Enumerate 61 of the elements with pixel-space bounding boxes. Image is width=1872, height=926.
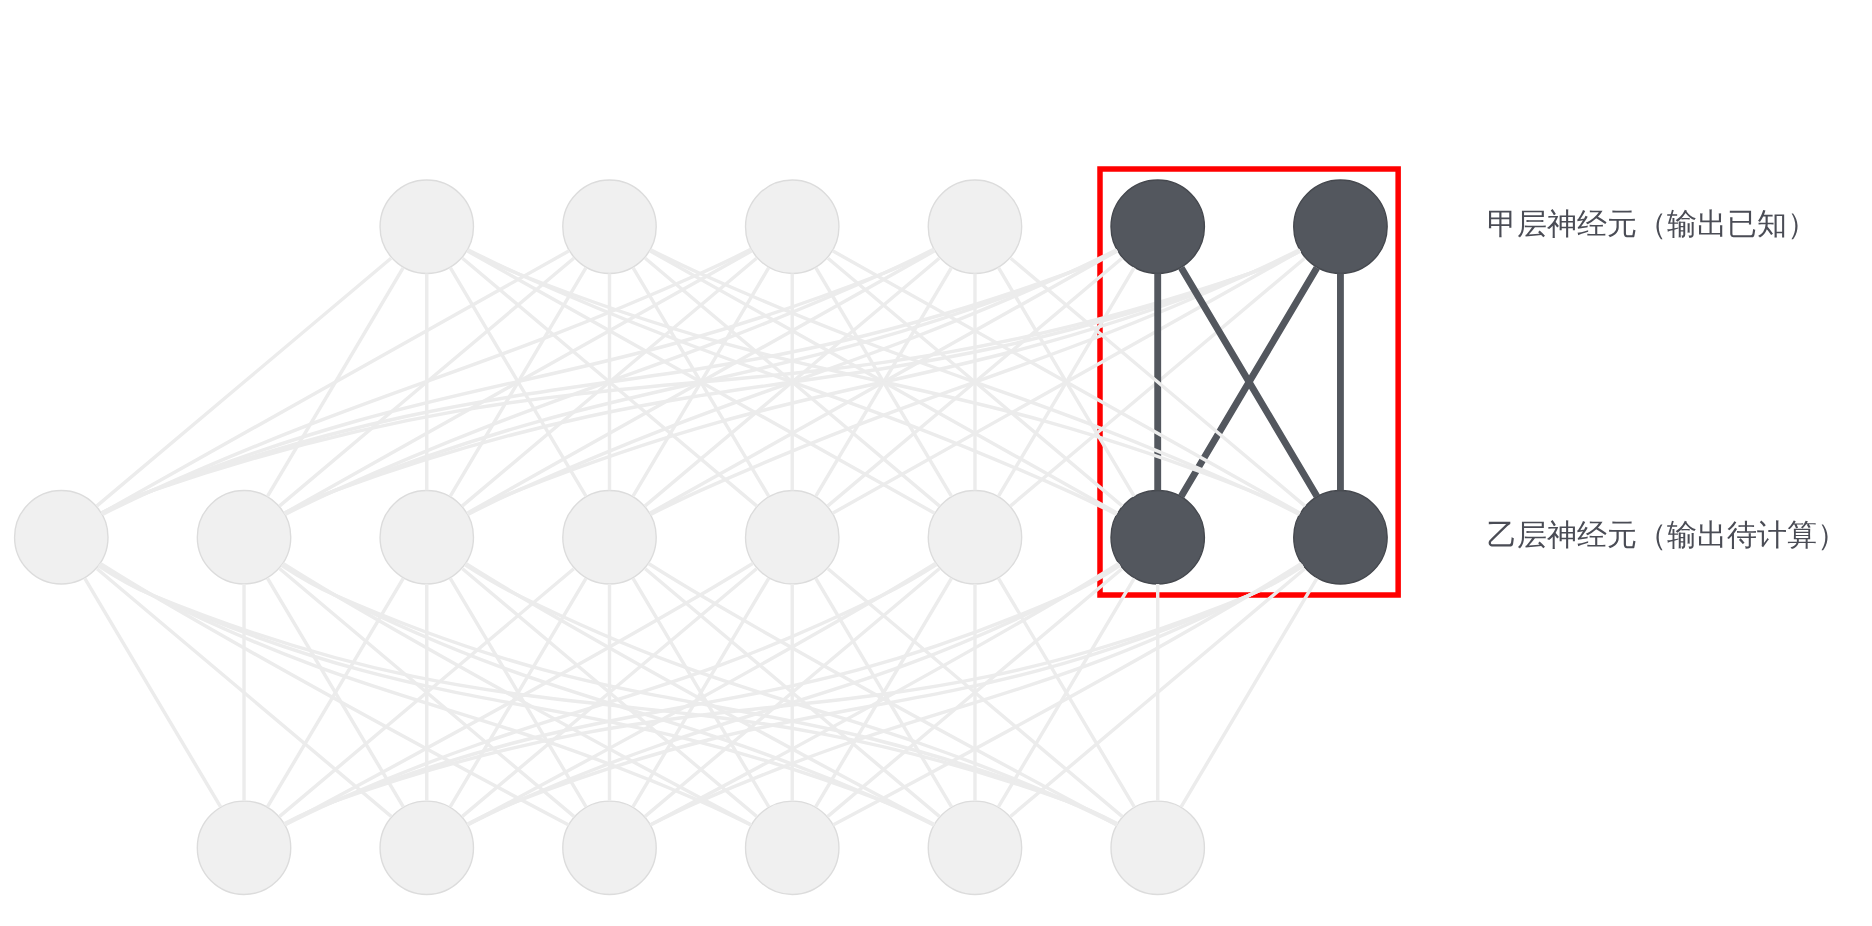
node-circle	[744, 489, 840, 585]
connector	[282, 564, 1304, 826]
connector	[1336, 273, 1344, 491]
node-circle	[1292, 179, 1388, 275]
node-circle	[1109, 179, 1205, 275]
node-circle	[13, 489, 109, 585]
connector	[97, 563, 935, 826]
connector	[1153, 273, 1161, 491]
connector	[241, 584, 246, 801]
node-circle	[196, 489, 291, 585]
connector	[460, 567, 758, 818]
connector	[996, 577, 1136, 808]
connector	[265, 266, 405, 498]
connector	[813, 577, 953, 808]
connector	[101, 247, 752, 516]
connector	[831, 249, 1301, 515]
connector	[649, 563, 1303, 827]
connector	[465, 249, 935, 515]
connector	[648, 249, 1118, 515]
connector	[813, 266, 953, 498]
connector	[97, 564, 1118, 826]
connector	[277, 256, 575, 508]
connector	[465, 563, 1304, 826]
connector	[972, 273, 977, 491]
connector	[283, 247, 934, 516]
connector	[649, 248, 1300, 516]
connector	[95, 256, 392, 508]
connector	[265, 577, 405, 808]
connector	[466, 248, 1117, 516]
connector	[972, 584, 977, 801]
connector	[98, 563, 752, 827]
node-circle	[744, 800, 840, 896]
node-circle	[744, 179, 840, 275]
label: 乙层神经元（输出待计算）	[1486, 516, 1847, 552]
node-circle	[927, 800, 1022, 896]
connector	[831, 562, 1302, 827]
label: 甲层神经元（输出已知）	[1486, 206, 1817, 242]
node-circle	[561, 489, 657, 585]
node-circle	[196, 800, 291, 896]
node-circle	[561, 179, 657, 275]
node-circle	[927, 489, 1022, 585]
node-circle	[1109, 800, 1205, 896]
connector	[1177, 266, 1320, 499]
connector	[100, 249, 1301, 515]
connector	[996, 266, 1136, 498]
node-circle	[561, 800, 657, 896]
connector	[283, 248, 1118, 516]
node-circle	[927, 179, 1022, 275]
node-circle	[1109, 489, 1205, 585]
connector	[1008, 567, 1306, 818]
connector	[98, 562, 569, 827]
connector	[1179, 577, 1318, 808]
connector	[95, 567, 393, 818]
connector	[82, 577, 222, 808]
node-circle	[1292, 489, 1388, 585]
node-circle	[378, 800, 474, 896]
connector	[466, 248, 1300, 516]
connector	[460, 256, 758, 508]
cluster	[1096, 166, 1401, 598]
node-circle	[378, 489, 474, 585]
node-circle	[378, 179, 474, 275]
